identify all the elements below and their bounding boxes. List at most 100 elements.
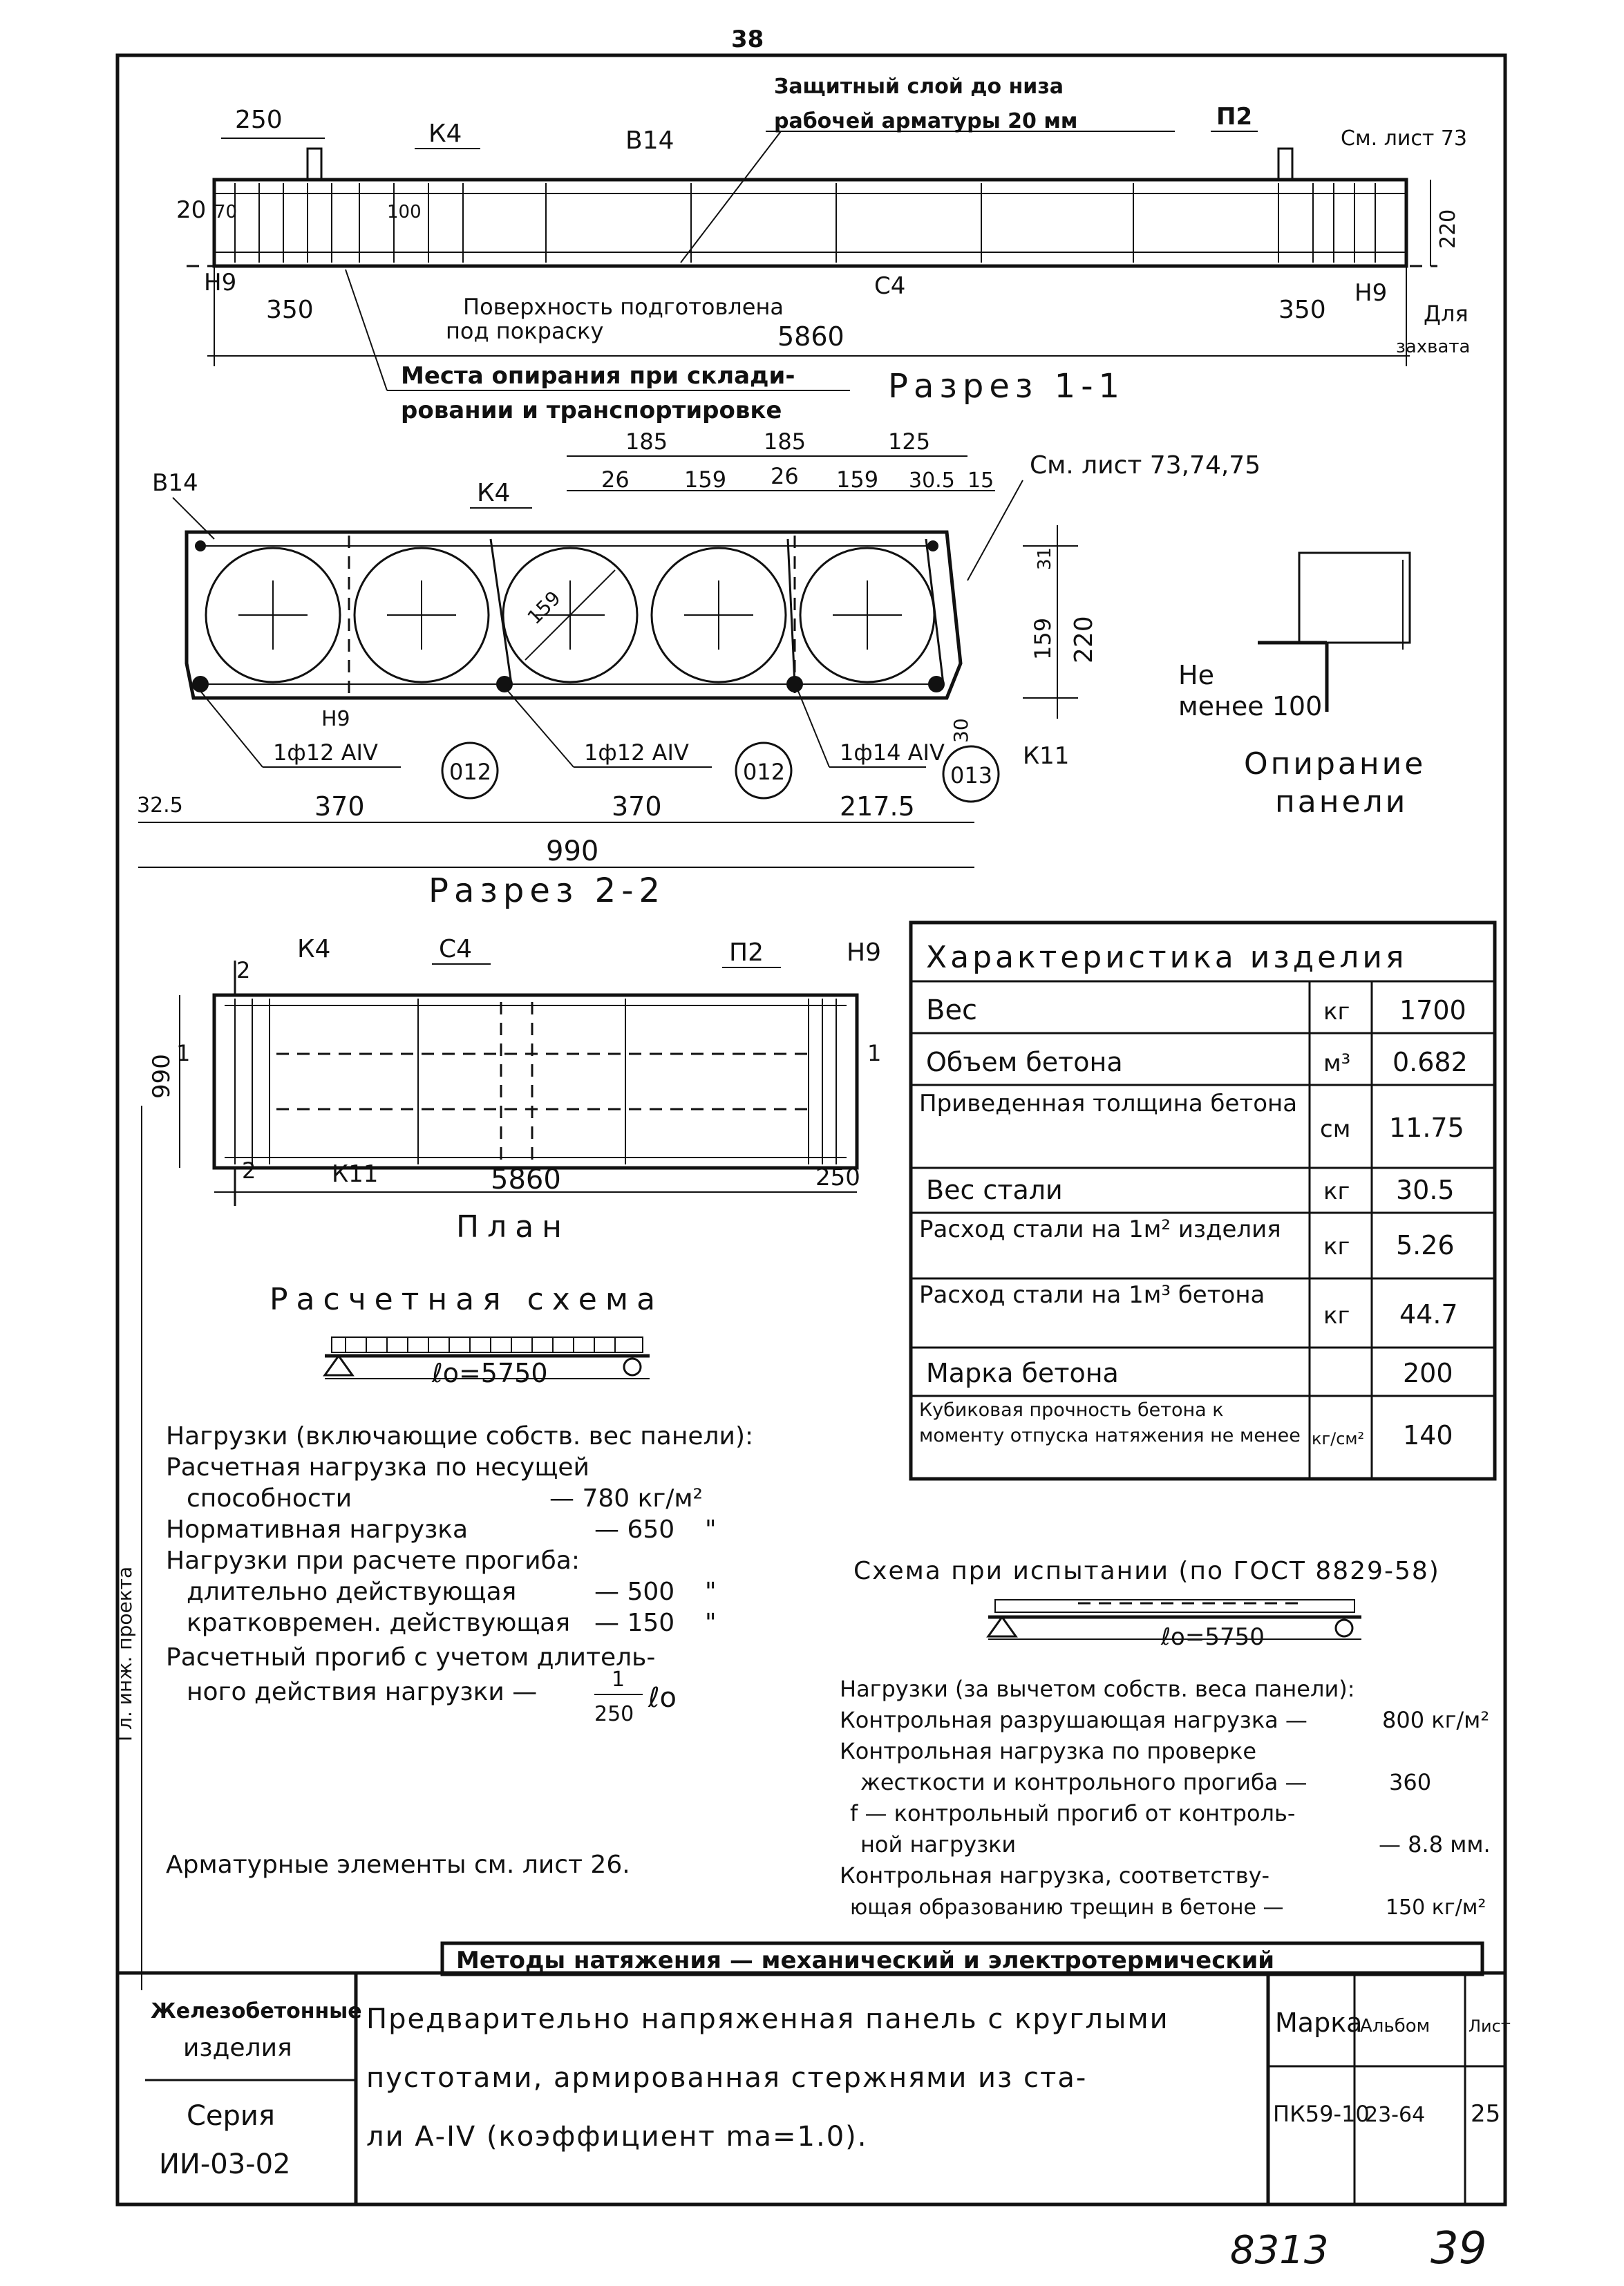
test-line-1: Контрольная разрушающая нагрузка — [840, 1707, 1307, 1733]
test-val-1: 800 кг/м² [1382, 1707, 1489, 1733]
support-title-2: панели [1275, 784, 1408, 820]
test-loads-title: Нагрузки (за вычетом собств. веса панели… [840, 1676, 1355, 1702]
test-val-3: 360 [1389, 1769, 1431, 1795]
label-k11-section: К11 [1023, 742, 1069, 770]
dim-125: 125 [888, 428, 930, 455]
design-val-2: — 780 кг/м² [549, 1484, 703, 1513]
test-val-7: 150 кг/м² [1386, 1896, 1486, 1920]
product-desc-1: Предварительно напряженная панель с круг… [366, 2003, 1169, 2035]
design-line-6: кратковремен. действующая [187, 1609, 570, 1637]
rebar-1: 1ф12 АIV [273, 739, 378, 766]
sheet-label: Лист [1469, 2016, 1511, 2036]
plan-label-n9: Н9 [847, 938, 881, 967]
label-p2: П2 [1216, 103, 1252, 131]
char-row-concrete-volume-unit: м³ [1323, 1050, 1350, 1077]
plan-dim-5860: 5860 [491, 1164, 561, 1196]
dim-159b: 159 [836, 466, 878, 493]
design-val-6: — 150 [594, 1609, 674, 1637]
org-name-2: изделия [183, 2034, 292, 2062]
design-val-3: — 650 [594, 1515, 674, 1544]
dim-100: 100 [387, 202, 422, 223]
see-sheet-73: См. лист 73 [1341, 126, 1467, 151]
series-label: Серия [187, 2100, 275, 2132]
dim-350-right: 350 [1278, 296, 1326, 324]
support-note-1: Места опирания при склади- [401, 362, 795, 390]
test-line-2: Контрольная нагрузка по проверке [840, 1738, 1256, 1764]
marka-label: Марка [1275, 2008, 1362, 2038]
char-row-weight-value: 1700 [1399, 995, 1466, 1026]
char-row-concrete-volume-value: 0.682 [1392, 1047, 1468, 1077]
design-val-5: — 500 [594, 1578, 674, 1606]
design-frac-tail: ℓо [648, 1682, 677, 1714]
test-line-5: ной нагрузки [860, 1831, 1016, 1858]
dim-159a: 159 [684, 466, 726, 493]
test-line-3: жесткости и контрольного прогиба — [860, 1769, 1307, 1795]
dim-217-5: 217.5 [840, 791, 915, 822]
label-v14-section: В14 [152, 469, 198, 497]
char-row-steel-weight-value: 30.5 [1396, 1175, 1455, 1205]
design-scheme: Расчетная схема ℓо=5750 Нагрузки (включа… [166, 1282, 753, 1726]
design-ditto-3: " [705, 1515, 717, 1544]
protective-layer-note-2: рабочей арматуры 20 мм [774, 109, 1077, 133]
plan-dim-250: 250 [815, 1164, 860, 1191]
char-row-steel-per-m2-unit: кг [1323, 1233, 1350, 1260]
rebar-elements-note: Арматурные элементы см. лист 26. [166, 1851, 630, 1879]
label-n9-section: Н9 [321, 707, 350, 731]
test-span: ℓо=5750 [1160, 1623, 1265, 1651]
char-row-steel-per-m3-value: 44.7 [1399, 1299, 1458, 1330]
plan-mark-1-right: 1 [867, 1040, 881, 1066]
sheet-value: 25 [1471, 2100, 1500, 2128]
design-line-4: Нагрузки при расчете прогиба: [166, 1547, 580, 1575]
plan-mark-2-top: 2 [236, 957, 250, 983]
rebar-3: 1ф14 АIV [840, 739, 945, 766]
dim-26a: 26 [601, 466, 630, 493]
label-n9-left: Н9 [204, 269, 236, 296]
album-value: 23-64 [1365, 2103, 1425, 2127]
char-row-steel-per-m3-unit: кг [1323, 1302, 1350, 1330]
char-row-cube-strength-unit: кг/см² [1312, 1429, 1364, 1448]
side-stamp: Гл. инж. проекта [113, 1567, 136, 1741]
design-ditto-5: " [705, 1578, 717, 1606]
char-row-steel-per-m2-name: Расход стали на 1м² изделия [919, 1216, 1281, 1243]
dim-15: 15 [967, 469, 994, 493]
tag-2: 012 [743, 759, 785, 785]
footer-number: 8313 [1230, 2228, 1329, 2273]
char-row-steel-weight-unit: кг [1323, 1178, 1350, 1205]
dim-350-left: 350 [266, 296, 314, 324]
dim-159-side: 159 [1030, 618, 1056, 660]
tag-1: 012 [449, 759, 491, 785]
char-row-concrete-grade-name: Марка бетона [926, 1358, 1119, 1388]
label-k4: К4 [428, 120, 462, 148]
dim-5860-elev: 5860 [777, 321, 844, 352]
label-n9-right: Н9 [1354, 279, 1387, 307]
for-gripping-1: Для [1424, 301, 1469, 327]
section-1-1: Защитный слой до низа рабочей арматуры 2… [176, 75, 1470, 424]
section-2-2-title: Разрез 2-2 [428, 871, 665, 910]
product-desc-2: пустотами, армированная стержнями из ста… [366, 2062, 1087, 2094]
panel-support-detail: Не менее 100 Опирание панели [1178, 551, 1426, 820]
test-scheme-title: Схема при испытании (по ГОСТ 8829-58) [853, 1557, 1440, 1585]
design-line-5: длительно действующая [187, 1578, 516, 1606]
design-line-2: способности [187, 1484, 352, 1513]
design-scheme-title: Расчетная схема [270, 1282, 663, 1317]
test-scheme: Схема при испытании (по ГОСТ 8829-58) ℓо… [840, 1557, 1491, 1920]
plan-dim-990: 990 [148, 1054, 176, 1099]
not-less-2: менее 100 [1178, 691, 1322, 721]
page-number-top: 38 [731, 26, 764, 53]
design-span: ℓо=5750 [431, 1358, 548, 1388]
plan-label-p2: П2 [729, 938, 764, 967]
tag-013 [942, 745, 1000, 803]
dim-70: 70 [214, 202, 237, 223]
dim-26b: 26 [771, 463, 799, 489]
label-k4-section: К4 [477, 479, 510, 507]
design-loads-title: Нагрузки (включающие собств. вес панели)… [166, 1422, 753, 1451]
test-line-4: f — контрольный прогиб от контроль- [850, 1800, 1295, 1826]
char-row-reduced-thickness-name: Приведенная толщина бетона [919, 1090, 1298, 1117]
char-row-reduced-thickness-value: 11.75 [1389, 1113, 1464, 1143]
support-title-1: Опирание [1244, 746, 1426, 782]
dim-185b: 185 [764, 428, 806, 455]
tension-methods: Методы натяжения — механический и электр… [456, 1947, 1274, 1974]
test-val-5: — 8.8 мм. [1379, 1831, 1491, 1858]
char-row-concrete-volume-name: Объем бетона [926, 1047, 1123, 1077]
